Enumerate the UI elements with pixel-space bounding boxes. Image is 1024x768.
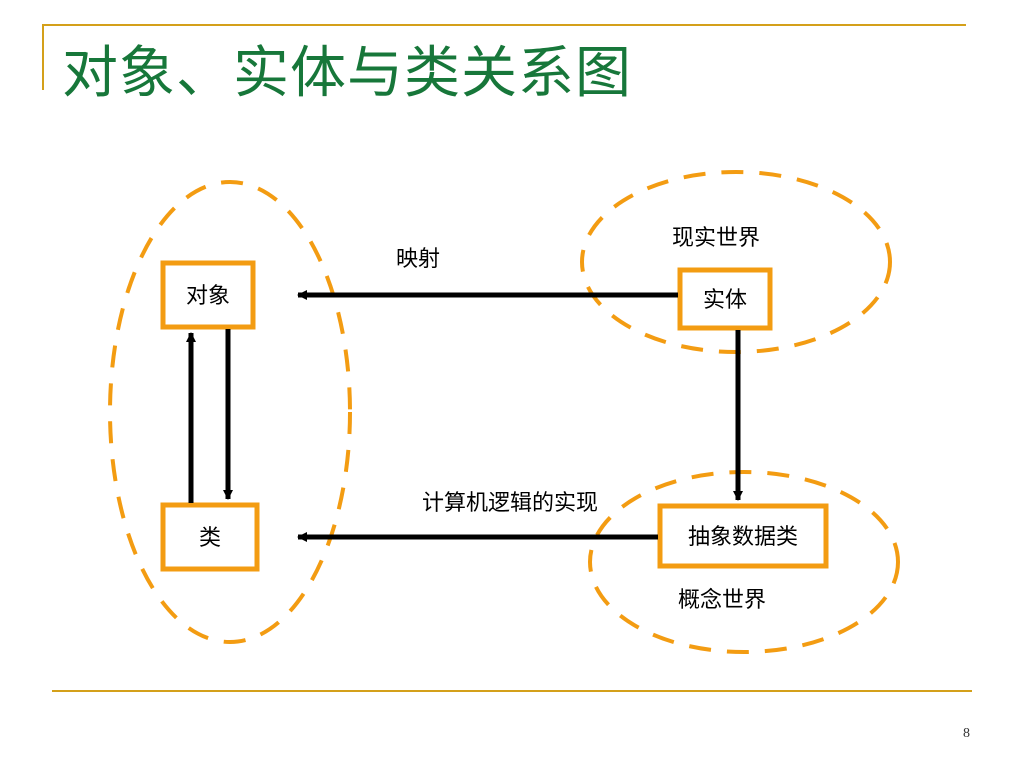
slide-title: 对象、实体与类关系图 [62,41,632,106]
abstract-class-label: 抽象数据类 [688,525,798,550]
concept-world-label: 概念世界 [678,588,766,613]
computer-logic-label: 计算机逻辑的实现 [422,491,598,516]
class-box [160,502,260,572]
title-rule [42,24,966,26]
footer-rule [52,690,972,692]
entity-label: 实体 [703,288,747,313]
mapping-label: 映射 [396,247,440,272]
concept-world-ellipse [588,470,900,654]
class-label: 类 [199,526,221,551]
page-number: 8 [963,726,970,741]
object-box [160,260,256,330]
object-label: 对象 [186,284,230,309]
entity-box [677,267,773,331]
abstract-class-box [657,503,829,569]
left-group-ellipse [108,180,352,644]
title-accent-bar [42,24,44,90]
real-world-label: 现实世界 [672,226,760,251]
